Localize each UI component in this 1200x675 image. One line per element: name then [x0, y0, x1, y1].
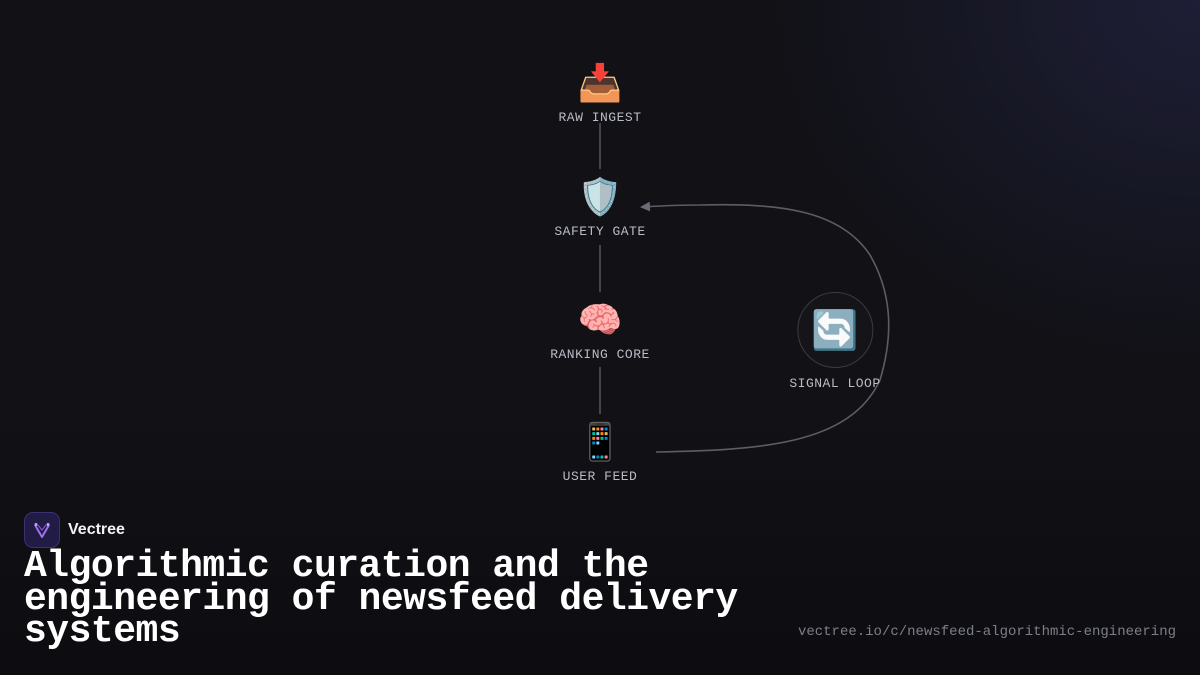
node-label: USER FEED	[562, 469, 638, 484]
brand-logo-icon	[24, 512, 60, 548]
brand-name: Vectree	[68, 521, 125, 538]
brand: Vectree	[24, 512, 125, 548]
mobile-phone-icon: 📱	[577, 422, 623, 463]
shield-icon: 🛡️	[577, 177, 623, 218]
signal-loop-circle: 🔄	[796, 292, 873, 368]
brain-icon: 🧠	[577, 300, 623, 341]
node-label: RAW INGEST	[558, 110, 642, 125]
node-user-feed: 📱 USER FEED	[563, 421, 638, 484]
node-label: SIGNAL LOOP	[789, 376, 881, 391]
node-label: SAFETY GATE	[554, 224, 646, 239]
inbox-tray-icon: 📥	[577, 63, 623, 104]
node-raw-ingest: 📥 RAW INGEST	[558, 62, 641, 125]
page-url: vectree.io/c/newsfeed-algorithmic-engine…	[797, 624, 1176, 640]
node-safety-gate: 🛡️ SAFETY GATE	[554, 176, 645, 239]
page-title: Algorithmic curation and the engineering…	[24, 545, 738, 653]
feedback-loop-curve	[640, 201, 890, 453]
node-label: RANKING CORE	[550, 347, 650, 362]
node-ranking-core: 🧠 RANKING CORE	[550, 299, 650, 362]
refresh-arrows-icon: 🔄	[811, 307, 859, 352]
node-signal-loop: 🔄 SIGNAL LOOP	[789, 292, 880, 391]
